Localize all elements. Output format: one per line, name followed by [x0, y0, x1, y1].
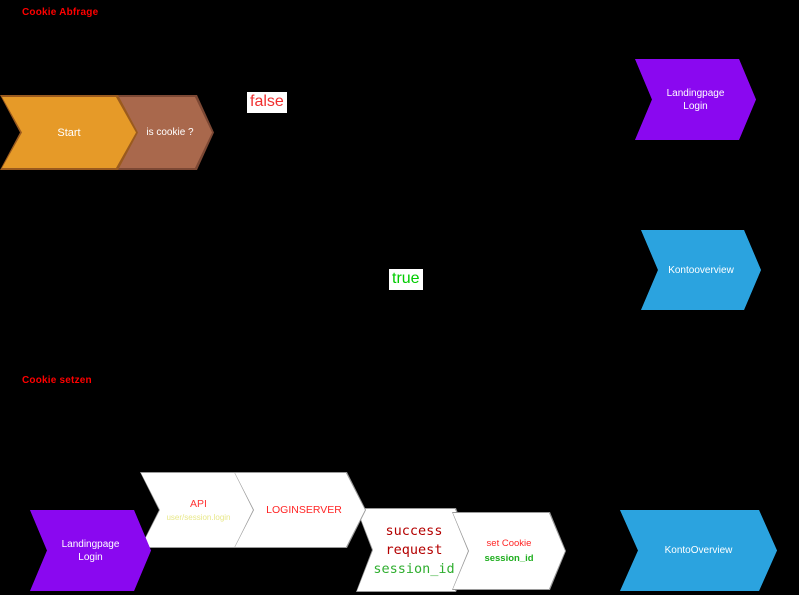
node-kontooverview-bottom-label: KontoOverview [664, 545, 733, 556]
node-kontooverview-top-label: Kontooverview [668, 264, 734, 276]
node-api-title: API [190, 498, 207, 510]
node-loginserver-label: LOGINSERVER [266, 504, 342, 516]
chevron-fill [141, 473, 256, 547]
session-id-line: session_id [373, 560, 455, 577]
node-set-cookie: set Cookie session_id [452, 512, 566, 590]
chevron-fill [235, 473, 365, 547]
node-landingpage-login-top: Landingpage Login [635, 59, 756, 140]
node-success-request: success request session_id [356, 508, 472, 592]
set-cookie-session-id: session_id [484, 553, 534, 564]
node-start-label: Start [57, 126, 81, 139]
chevron-fill [453, 513, 565, 589]
node-landingpage-login-bottom-label: Landingpage Login [61, 538, 120, 563]
chevron-fill [620, 510, 777, 591]
node-api: API user/session.login [140, 472, 257, 548]
node-api-label: API user/session.login [140, 472, 257, 548]
node-set-cookie-label: set Cookie session_id [452, 512, 566, 590]
request-line: request [385, 541, 443, 558]
chevron-fill [357, 509, 471, 591]
set-cookie-title: set Cookie [486, 538, 532, 549]
branch-label-true: true [389, 269, 423, 290]
success-line: success [385, 522, 443, 539]
chevron-fill [30, 510, 151, 591]
section-label-cookie-abfrage: Cookie Abfrage [22, 7, 99, 18]
node-landingpage-login-bottom: Landingpage Login [30, 510, 151, 591]
chevron-fill [2, 97, 136, 168]
node-kontooverview-bottom: KontoOverview [620, 510, 777, 591]
node-is-cookie-label: is cookie ? [146, 127, 194, 138]
chevron-fill [641, 230, 761, 310]
node-loginserver: LOGINSERVER [234, 472, 366, 548]
node-success-request-label: success request session_id [356, 508, 472, 592]
branch-label-false: false [247, 92, 287, 113]
node-landingpage-login-top-label: Landingpage Login [666, 87, 725, 112]
node-kontooverview-top: Kontooverview [641, 230, 761, 310]
node-start: Start [0, 95, 138, 170]
section-label-cookie-setzen: Cookie setzen [22, 375, 92, 386]
node-api-endpoint: user/session.login [166, 513, 231, 522]
chevron-fill [635, 59, 756, 140]
